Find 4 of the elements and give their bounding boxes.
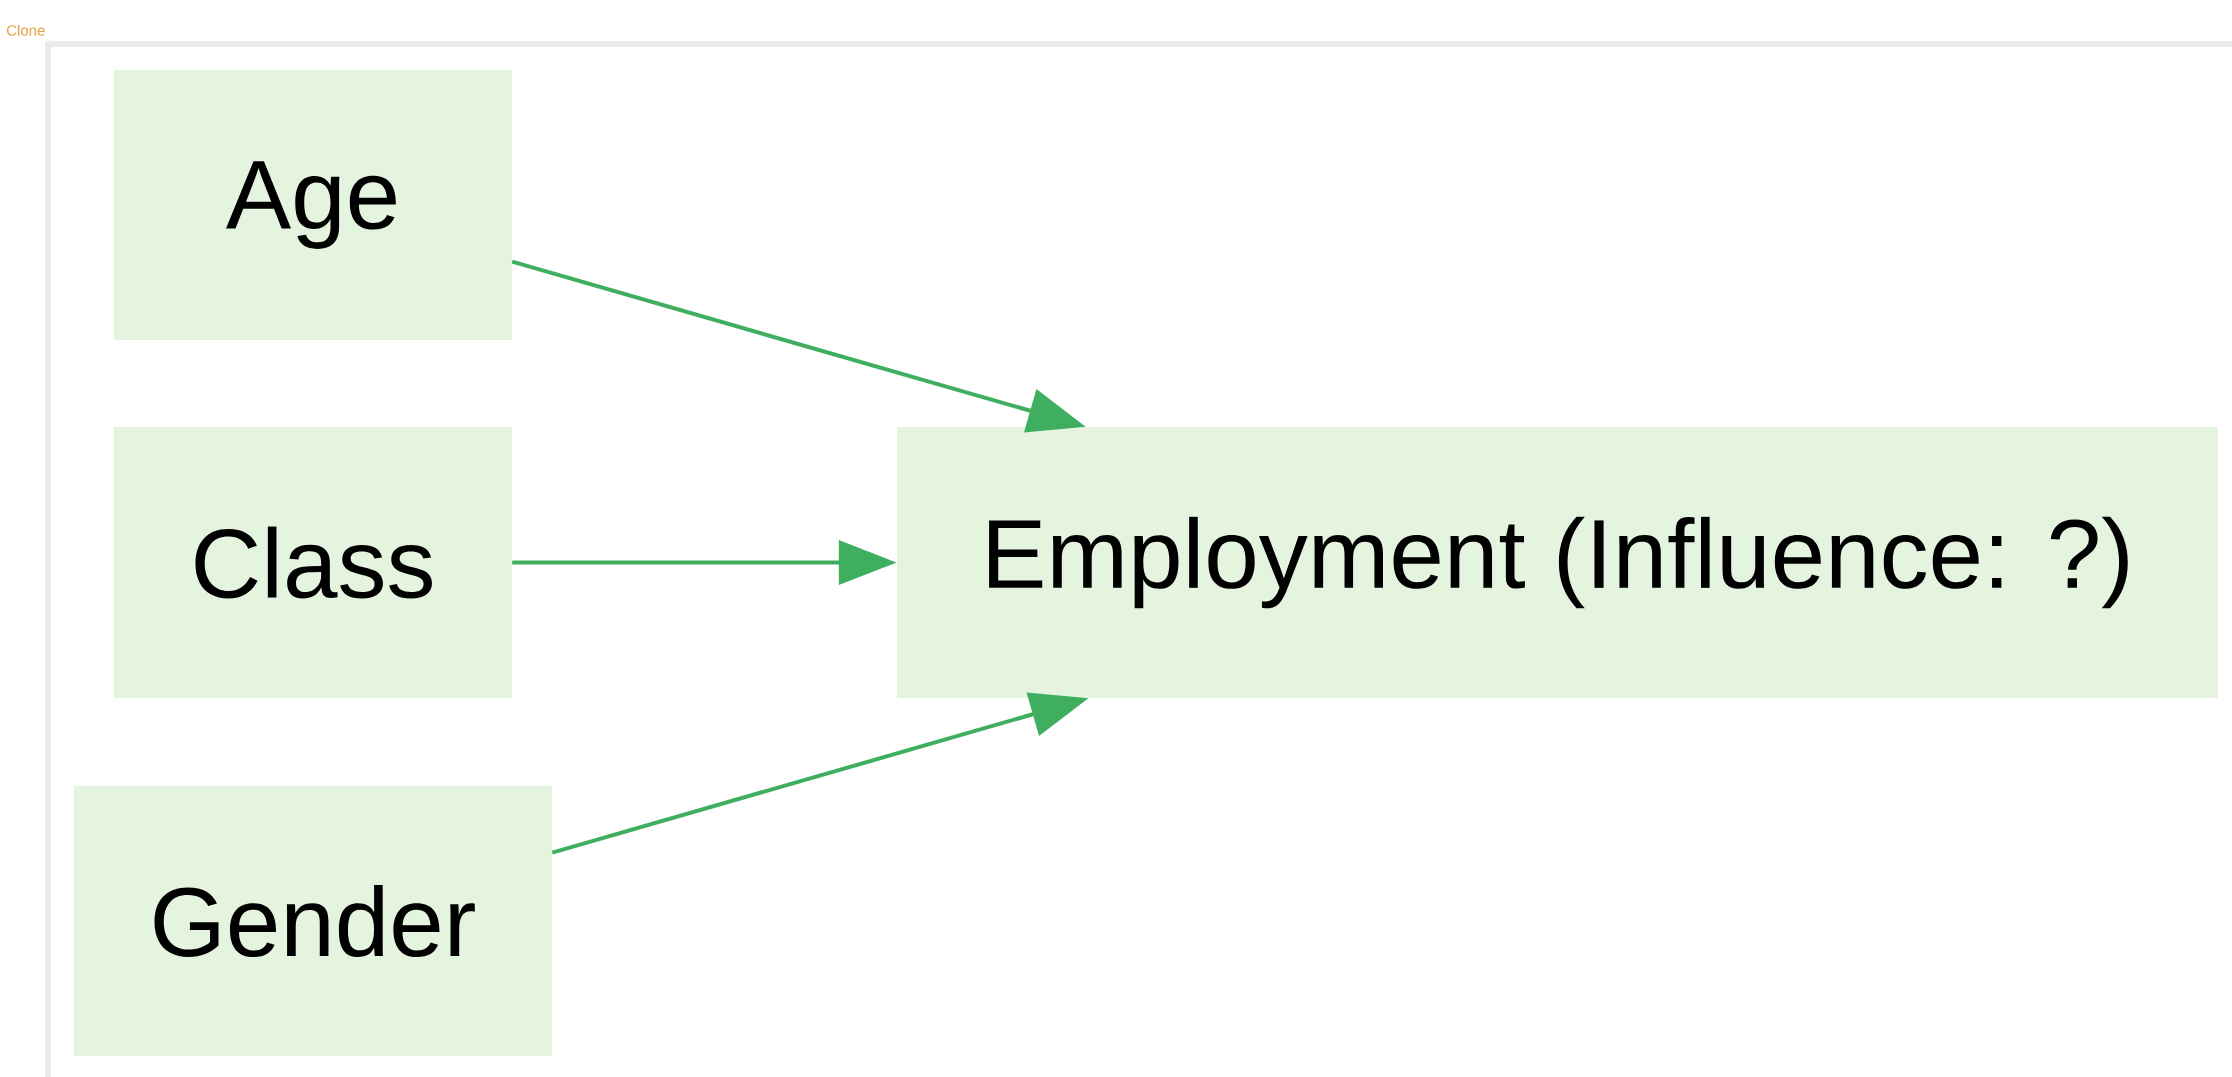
variable-box: Age	[114, 70, 512, 340]
variable-box: Gender	[74, 786, 552, 1056]
variable-box: Employment (Influence: ?)	[897, 427, 2219, 698]
variable-box: Class	[114, 427, 512, 698]
